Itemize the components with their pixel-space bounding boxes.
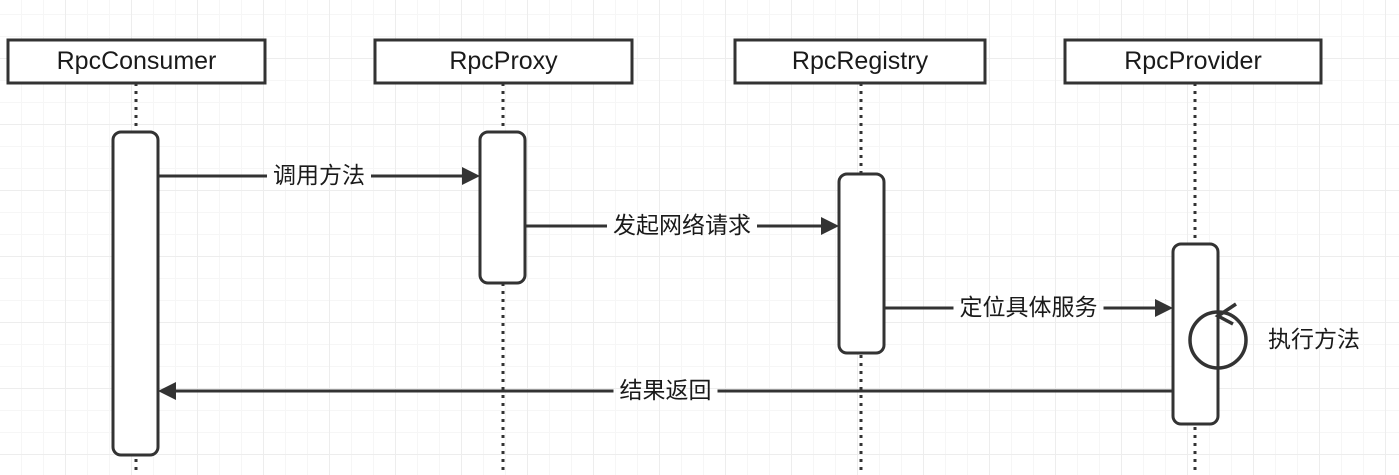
activation-bar-consumer (111, 130, 160, 457)
message-text-m3: 定位具体服务 (960, 294, 1098, 320)
message-m4: 结果返回 (158, 377, 1173, 403)
participant-box-consumer[interactable] (6, 38, 267, 85)
self-message-s1: 执行方法 (1188, 302, 1360, 370)
participant-name-provider: RpcProvider (1124, 47, 1262, 75)
message-arrowhead-m2 (821, 217, 839, 235)
participant-name-proxy: RpcProxy (449, 47, 558, 75)
participant-box-proxy[interactable] (373, 38, 634, 85)
message-m2: 发起网络请求 (525, 212, 839, 238)
message-text-m1: 调用方法 (273, 162, 365, 188)
message-arrowhead-m4 (158, 382, 176, 400)
self-message-text-s1: 执行方法 (1268, 326, 1360, 352)
message-m3: 定位具体服务 (884, 294, 1173, 320)
message-text-m4: 结果返回 (620, 377, 712, 403)
activation-bar-proxy (478, 130, 527, 285)
activation-bar-provider (1171, 242, 1220, 426)
message-arrowhead-m3 (1155, 299, 1173, 317)
activation-bar-registry (837, 172, 886, 355)
participant-name-registry: RpcRegistry (792, 47, 929, 75)
message-arrowhead-m1 (462, 167, 480, 185)
message-text-m2: 发起网络请求 (613, 212, 751, 238)
participant-box-provider[interactable] (1063, 38, 1323, 85)
message-m1: 调用方法 (158, 162, 480, 188)
participant-name-consumer: RpcConsumer (57, 47, 217, 75)
self-loop-circle-s1 (1188, 310, 1248, 370)
participant-box-registry[interactable] (733, 38, 987, 85)
self-loop-arrowhead-s1 (1214, 302, 1237, 326)
